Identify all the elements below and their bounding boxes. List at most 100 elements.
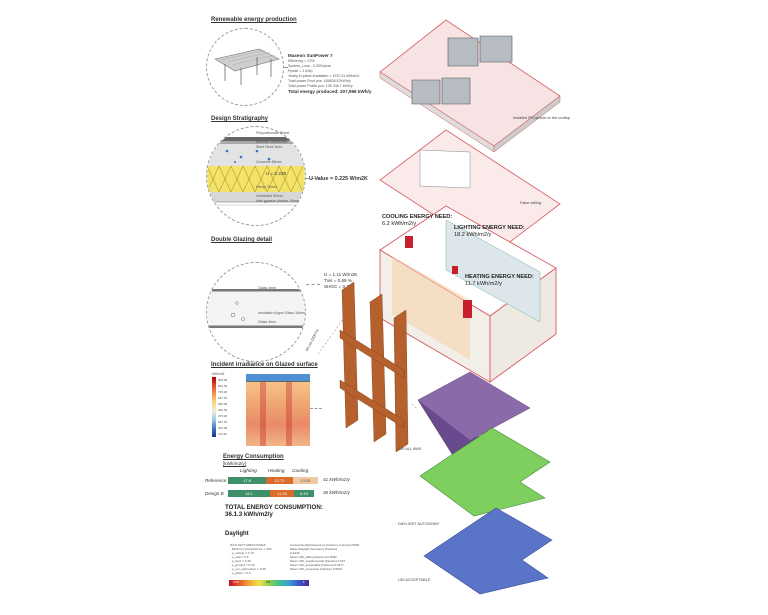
- glazing-prop: Tvis = 0.69 %: [324, 278, 352, 283]
- pv-specs: Maxeon SunPower 7 Efficiency = 23% Syste…: [288, 53, 371, 95]
- udi-acceptable-label: UDI ACCEPTABLE: [398, 578, 431, 582]
- irradiance-title: Incident irradiance on Glazed surface: [211, 362, 318, 368]
- cooling-unit: [405, 236, 413, 248]
- lighting-need-value: 18.2 kWh/m2/y: [454, 231, 492, 238]
- daylight-param: - ρ_ext_obstruction = 0.25: [230, 567, 266, 571]
- daylight-colorbar: [229, 580, 309, 586]
- layer-label: Polycarbonate Sheet: [256, 131, 290, 135]
- pv-line: System_Loss - 0.25%/year: [288, 64, 331, 68]
- glazing-layer-labels: Glass 4mm Insulation Argon Glass 16mm Gl…: [258, 286, 305, 325]
- layer-label: Ventilated 30mm: [256, 194, 283, 198]
- daylight-param: - ρ_ceiling = 0.70: [230, 551, 254, 555]
- daylight-result: 0.4446: [290, 551, 300, 555]
- row-design-label: Design B: [205, 491, 224, 496]
- row-reference-bar: 17.8 12.72 13.05: [228, 477, 318, 484]
- pv-leader: [284, 67, 288, 68]
- legend-value: 900.00: [218, 378, 228, 382]
- glazing-prop: SHGC = 0.3%: [324, 284, 353, 289]
- false-ceiling: [379, 129, 561, 255]
- udi-acceptable-slab: [423, 507, 553, 595]
- pv-line: Total power Roof pvs: 165838.57kWh/y: [288, 79, 351, 83]
- heating-need-title: HEATING ENERGY NEED:: [465, 274, 534, 280]
- u-value-leader: [306, 178, 320, 179]
- pv-line: Total power Public pvs: 135 346.7 kWh/y: [288, 84, 353, 88]
- heatmap-mullion: [246, 381, 310, 382]
- daylight-param: DAYLIGHT AMPLITUDES: [230, 543, 266, 547]
- daylight-autonomy-slab: [419, 427, 551, 517]
- daylight-scale-mid: 0.5: [266, 580, 271, 584]
- stratigraphy-layer-labels: Polycarbonate Sheet Bitumen Membrane Ste…: [256, 130, 299, 204]
- row-design-total: 36 kWh/m2/y: [323, 490, 350, 495]
- pv-roof-annotation: Installed PV panels on the rooftop: [513, 116, 570, 120]
- daylight-result: Mean UDI_acceptable [fraction] 0.0377: [290, 563, 344, 567]
- bar-lighting: 17.8: [228, 477, 266, 484]
- row-reference-total: 41 kWh/m2/y: [323, 477, 350, 482]
- glazing-label: Insulation Argon Glass 16mm: [258, 311, 305, 315]
- row-reference-label: Reference: [205, 478, 227, 483]
- daylight-result: Annual Sunlight Exposure [fraction of ar…: [290, 543, 360, 547]
- energy-title: Energy Consumption: [223, 454, 284, 460]
- heating-need-value: 11.7 kWh/m2/y: [465, 280, 502, 287]
- legend-value: 725.00: [218, 390, 228, 394]
- udi-all-label: UDI ALL 8W5: [398, 447, 421, 451]
- col-lighting: Lighting: [240, 469, 257, 474]
- layer-label: Intel gypsum plaster 15mm: [256, 199, 300, 203]
- wood-screen: [339, 281, 409, 453]
- renewable-title: Renewable energy production: [211, 17, 297, 23]
- glass-section-icon: [207, 289, 305, 328]
- glazing-props: U = 1.11 W/m2K Tvis = 0.69 % SHGC = 0.3%: [324, 272, 358, 290]
- false-ceiling-annotation: False ceiling: [520, 201, 542, 205]
- legend-value: 112.50: [218, 432, 227, 436]
- heatmap-stripe: [286, 382, 292, 446]
- legend-value: 462.50: [218, 408, 228, 412]
- legend-value: 287.50: [218, 420, 228, 424]
- daylight-scale-min: 0.00: [233, 580, 239, 584]
- glazing-title: Double Glazing detail: [211, 237, 273, 243]
- daylight-param: - ρ_glass = 0.6: [230, 571, 251, 575]
- house-box: [379, 205, 557, 383]
- daylight-params: DAYLIGHT AMPLITUDES - Minimum threshold …: [230, 543, 272, 575]
- daylight-result: Mean UDI_falling [fraction] 0.0082: [290, 555, 337, 559]
- bar-heating: 12.72: [266, 477, 293, 484]
- daylight-param: - Minimum threshold lux = 300: [230, 547, 272, 551]
- pv-line: Yearly in-plane irradiation = 1570.11 kW…: [288, 74, 360, 78]
- layer-label: Hemp 75mm: [256, 185, 277, 189]
- legend-values: 900.00 812.50 725.00 637.50 550.00 462.5…: [218, 377, 227, 437]
- total-energy-title: TOTAL ENERGY CONSUMPTION:: [225, 504, 323, 511]
- wall-section-icon: [207, 137, 305, 206]
- pv-name: Maxeon SunPower 7: [288, 53, 333, 58]
- cooling-need-value: 6.2 kWh/m2/y: [382, 220, 417, 227]
- lighting-need-label: LIGHTING ENERGY NEED: 18.2 kWh/m2/y: [454, 225, 525, 238]
- heating-need-label: HEATING ENERGY NEED: 11.7 kWh/m2/y: [465, 274, 534, 287]
- legend-value: 375.00: [218, 414, 228, 418]
- daylight-result: Mean UDI_supplemental [fraction] 0.027: [290, 559, 346, 563]
- u-value-label: U Value = 0.225 W/m2K: [309, 176, 368, 182]
- legend-colorbar: [212, 377, 216, 437]
- glazing-section: [206, 262, 306, 362]
- bar-lighting: 18.1: [228, 490, 270, 497]
- pv-total: Total energy produced: 207,996 kWh/y: [288, 89, 372, 94]
- daylight-result: Mean Daylight Autonomy [fraction]: [290, 547, 338, 551]
- layer-label: Bitumen Membrane: [256, 140, 288, 144]
- daylight-results: Annual Sunlight Exposure [fraction of ar…: [290, 543, 359, 571]
- daylight-scale-max: 1: [303, 580, 305, 584]
- legend-value: 812.50: [218, 384, 228, 388]
- bar-cooling: 6.19: [294, 490, 314, 497]
- daylight-param: - ρ_wall = 0.6: [230, 555, 249, 559]
- irradiance-legend: kWh/m2 900.00 812.50 725.00 637.50 550.0…: [212, 372, 240, 437]
- heatmap-stripe: [260, 382, 266, 446]
- legend-value: 637.50: [218, 396, 228, 400]
- cooling-need-label: COOLING ENERGY NEED: 6.2 kWh/m2/y: [382, 214, 452, 227]
- row-design-bar: 18.1 11.25 6.19: [228, 490, 318, 497]
- daylight-autonomy-label: DAYLIGHT AUTONOMY: [398, 522, 440, 526]
- pv-line: Ppeak = 1 kWp: [288, 69, 313, 73]
- glazing-leader: [306, 284, 320, 285]
- daylight-param: - ρ_ground = 0.20: [230, 563, 255, 567]
- stratigraphy-section: [206, 126, 306, 226]
- layer-label: Steel Deck 3mm: [256, 145, 283, 149]
- energy-unit: [kWh/m2/y]: [223, 461, 246, 466]
- daylight-param: - ρ_floor = 0.30: [230, 559, 251, 563]
- daylight-title: Daylight: [225, 531, 249, 537]
- roof-pv-panels: [411, 35, 513, 105]
